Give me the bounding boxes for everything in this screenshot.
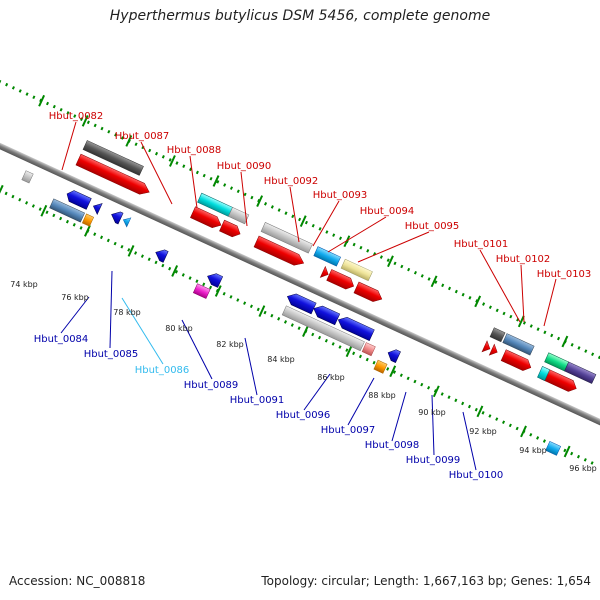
gene-label[interactable]: Hbut_0093 (313, 190, 368, 201)
gene-hbut-0092-box[interactable] (313, 246, 341, 267)
kbp-labels: 74 kbp 76 kbp 78 kbp 80 kbp 82 kbp 84 kb… (10, 280, 597, 473)
gene-feature-box[interactable] (361, 342, 376, 357)
gene-label[interactable]: Hbut_0089 (184, 380, 239, 391)
gene-hbut-0092-arrow[interactable] (319, 265, 330, 280)
gene-hbut-0082-box[interactable] (82, 140, 144, 176)
gene-hbut-0091-box[interactable] (192, 283, 211, 299)
gene-feature-box[interactable] (537, 366, 551, 381)
lower-tick-rail (0, 163, 599, 468)
gene-hbut-0090-arrow[interactable] (253, 235, 306, 269)
gene-label[interactable]: Hbut_0084 (34, 334, 89, 345)
kbp-label: 94 kbp (519, 446, 547, 455)
gene-hbut-0084-arrow[interactable] (64, 188, 92, 210)
gene-hbut-0094-arrow[interactable] (353, 281, 384, 305)
gene-label[interactable]: Hbut_0082 (49, 111, 104, 122)
page-title: Hyperthermus butylicus DSM 5456, complet… (109, 8, 491, 24)
reverse-gene-labels: Hbut_0084 Hbut_0085 Hbut_0086 Hbut_0089 … (34, 334, 504, 481)
gene-hbut-0103-arrow[interactable] (500, 349, 533, 373)
gene-label[interactable]: Hbut_0103 (537, 269, 592, 280)
gene-label[interactable]: Hbut_0102 (496, 254, 551, 265)
gene-hbut-0084-box[interactable] (49, 198, 85, 223)
gene-hbut-0091-arrow[interactable] (205, 271, 224, 288)
gene-label[interactable]: Hbut_0097 (321, 425, 376, 436)
gene-hbut-0093-box[interactable] (340, 258, 373, 282)
gene-hbut-0085-box[interactable] (81, 213, 95, 227)
gene-hbut-0096-arrow[interactable] (285, 291, 317, 315)
kbp-label: 84 kbp (267, 355, 295, 364)
gene-hbut-0089-arrow[interactable] (153, 247, 169, 263)
major-ticks (0, 94, 571, 458)
gene-feature-box[interactable] (281, 305, 365, 352)
gene-label[interactable]: Hbut_0096 (276, 410, 331, 421)
gene-feature-box[interactable] (544, 352, 570, 372)
kbp-label: 96 kbp (569, 464, 597, 473)
kbp-label: 92 kbp (469, 427, 497, 436)
kbp-label: 88 kbp (368, 391, 396, 400)
gene-label[interactable]: Hbut_0090 (217, 161, 272, 172)
gene-feature-box[interactable] (489, 327, 506, 343)
gene-label[interactable]: Hbut_0095 (405, 221, 460, 232)
gene-hbut-0082-arrow[interactable] (75, 153, 152, 197)
gene-hbut-0088-box[interactable] (228, 207, 250, 225)
gene-feature-box[interactable] (373, 359, 388, 374)
gene-label[interactable]: Hbut_0100 (449, 470, 504, 481)
gene-hbut-0085-arrow[interactable] (91, 201, 103, 216)
gene-hbut-0086-arrow[interactable] (121, 215, 132, 228)
gene-feature-box[interactable] (21, 170, 34, 184)
kbp-label: 82 kbp (216, 340, 244, 349)
gene-hbut-0098-arrow[interactable] (336, 314, 375, 342)
forward-gene-labels: Hbut_0082 Hbut_0087 Hbut_0088 Hbut_0090 … (49, 111, 592, 280)
genome-summary: Topology: circular; Length: 1,667,163 bp… (261, 574, 591, 588)
gene-label[interactable]: Hbut_0088 (167, 145, 222, 156)
gene-label[interactable]: Hbut_0092 (264, 176, 319, 187)
callout-lines (60, 121, 557, 471)
gene-hbut-0102-box[interactable] (502, 333, 535, 356)
gene-label[interactable]: Hbut_0099 (406, 455, 461, 466)
kbp-label: 86 kbp (317, 373, 345, 382)
kbp-label: 80 kbp (165, 324, 193, 333)
gene-feature-box[interactable] (545, 440, 562, 456)
gene-label[interactable]: Hbut_0087 (115, 131, 170, 142)
kbp-label: 76 kbp (61, 293, 89, 302)
gene-label[interactable]: Hbut_0086 (135, 365, 190, 376)
gene-hbut-0090-box[interactable] (260, 222, 313, 254)
upper-tick-rail (0, 73, 600, 378)
gene-label[interactable]: Hbut_0091 (230, 395, 285, 406)
kbp-label: 90 kbp (418, 408, 446, 417)
gene-hbut-0101-arrow[interactable] (481, 340, 492, 354)
gene-label[interactable]: Hbut_0094 (360, 206, 415, 217)
gene-hbut-0097-arrow[interactable] (311, 303, 341, 326)
genome-backbone (0, 108, 600, 449)
gene-feature-arrow[interactable] (109, 209, 124, 225)
gene-feature-box[interactable] (564, 361, 597, 384)
gene-hbut-0100-arrow[interactable] (386, 347, 401, 363)
kbp-label: 78 kbp (113, 308, 141, 317)
gene-hbut-0088-arrow[interactable] (219, 219, 242, 239)
gene-label[interactable]: Hbut_0085 (84, 349, 139, 360)
gene-hbut-0093-arrow[interactable] (326, 269, 357, 291)
gene-hbut-0101b-arrow[interactable] (488, 343, 499, 357)
accession-label: Accession: NC_008818 (9, 574, 146, 588)
gene-hbut-0087-arrow[interactable] (190, 206, 223, 231)
kbp-label: 74 kbp (10, 280, 38, 289)
gene-label[interactable]: Hbut_0101 (454, 239, 509, 250)
gene-label[interactable]: Hbut_0098 (365, 440, 420, 451)
